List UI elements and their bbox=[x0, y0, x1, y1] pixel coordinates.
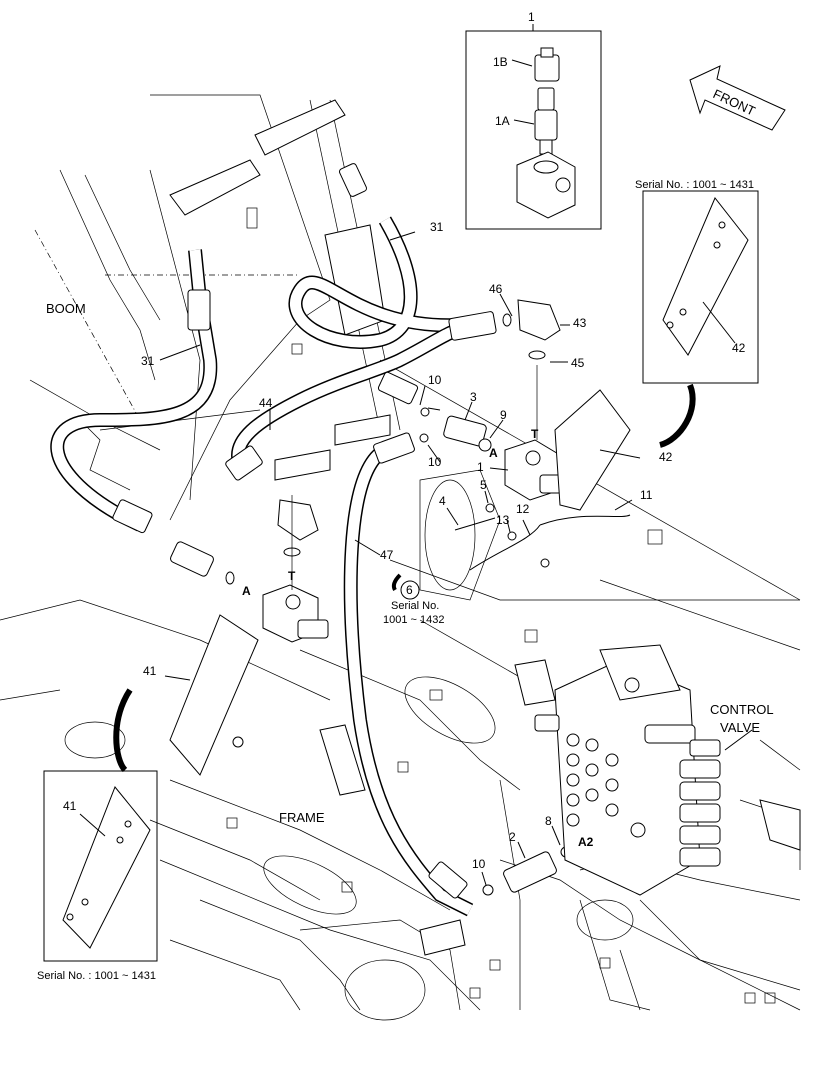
solenoid-coil-1b bbox=[534, 54, 560, 82]
callout-1b: 1B bbox=[493, 55, 508, 69]
inset-box-left bbox=[43, 770, 158, 962]
callout-12: 12 bbox=[516, 502, 530, 516]
control-valve-label-line2: VALVE bbox=[720, 720, 760, 735]
hose-fitting bbox=[112, 499, 153, 534]
callout-31-left: 31 bbox=[141, 354, 155, 368]
hose-fitting bbox=[377, 371, 419, 405]
elbow-left bbox=[277, 499, 319, 541]
callout-41-box: 41 bbox=[63, 799, 77, 813]
check-valve-3 bbox=[443, 415, 487, 447]
front-arrow-icon: FRONT bbox=[689, 65, 786, 131]
hose-fitting bbox=[225, 445, 263, 481]
callout-46: 46 bbox=[489, 282, 503, 296]
o-ring-10b bbox=[419, 433, 429, 443]
check-valve-left bbox=[170, 541, 214, 577]
callout-a-right: A bbox=[489, 446, 498, 460]
inset-box-right bbox=[642, 190, 759, 384]
callout-6: 6 bbox=[406, 583, 413, 597]
callout-41-mid: 41 bbox=[143, 664, 157, 678]
callout-t-right: T bbox=[531, 427, 539, 441]
callouts: 1 1B 1A 31 31 46 43 45 10 3 9 T A 10 1 4… bbox=[63, 10, 746, 871]
control-valve bbox=[534, 644, 721, 896]
o-ring-46 bbox=[502, 313, 512, 327]
serial-label-mid-1: Serial No. bbox=[391, 600, 439, 612]
callout-10-a: 10 bbox=[428, 373, 442, 387]
washer-5 bbox=[485, 503, 495, 513]
callout-6-circle bbox=[400, 580, 420, 600]
o-ring-45 bbox=[528, 350, 546, 360]
callout-1-mid: 1 bbox=[477, 460, 484, 474]
inset-detail-41 bbox=[43, 688, 158, 962]
inset-detail-42 bbox=[642, 190, 759, 448]
hose-fitting bbox=[187, 289, 211, 331]
cartridge-1a bbox=[534, 109, 558, 141]
hose-fitting bbox=[448, 311, 497, 341]
callout-31-top: 31 bbox=[430, 220, 444, 234]
valve-body bbox=[516, 151, 576, 219]
elbow-43 bbox=[517, 299, 561, 341]
plate-42-detail bbox=[662, 197, 749, 356]
callout-43: 43 bbox=[573, 316, 587, 330]
serial-label-bottom-left: Serial No. : 1001 ~ 1431 bbox=[37, 970, 156, 982]
plate-42 bbox=[554, 389, 631, 511]
callout-1-top: 1 bbox=[528, 10, 535, 24]
o-ring-10a bbox=[420, 407, 430, 417]
inset-detail-1 bbox=[465, 24, 602, 230]
o-ring-10c bbox=[482, 884, 494, 896]
leader-lines bbox=[159, 231, 753, 886]
callout-5: 5 bbox=[480, 478, 487, 492]
callout-a-left: A bbox=[242, 584, 251, 598]
serial-label-top-right: Serial No. : 1001 ~ 1431 bbox=[635, 179, 754, 191]
callout-10-b: 10 bbox=[428, 455, 442, 469]
hose-fitting bbox=[373, 432, 415, 464]
callout-4: 4 bbox=[439, 494, 446, 508]
callout-42-top: 42 bbox=[732, 341, 746, 355]
callout-9: 9 bbox=[500, 408, 507, 422]
callout-44: 44 bbox=[259, 396, 273, 410]
serial-label-mid-2: 1001 ~ 1432 bbox=[383, 614, 444, 626]
callout-a2: A2 bbox=[578, 835, 594, 849]
text-labels: BOOM FRAME CONTROL VALVE Serial No. : 10… bbox=[37, 179, 774, 982]
o-ring-9 bbox=[478, 438, 492, 452]
bolt-13 bbox=[507, 531, 517, 541]
callout-11: 11 bbox=[640, 488, 653, 502]
hose-fitting bbox=[428, 861, 468, 899]
callout-47: 47 bbox=[380, 548, 394, 562]
callout-13: 13 bbox=[496, 513, 510, 527]
callout-t-left: T bbox=[288, 569, 296, 583]
hose-fitting bbox=[338, 163, 368, 197]
check-valve-2 bbox=[503, 851, 557, 893]
callout-42-mid: 42 bbox=[659, 450, 673, 464]
callout-1a: 1A bbox=[495, 114, 510, 128]
bolt-4 bbox=[454, 517, 496, 531]
plate-41 bbox=[169, 614, 259, 776]
machine-structure bbox=[0, 94, 801, 1021]
boom-label: BOOM bbox=[46, 301, 86, 316]
callout-45: 45 bbox=[571, 356, 585, 370]
components bbox=[112, 163, 801, 956]
control-valve-label-line1: CONTROL bbox=[710, 702, 774, 717]
callout-2: 2 bbox=[509, 830, 516, 844]
callout-3: 3 bbox=[470, 390, 477, 404]
callout-8: 8 bbox=[545, 814, 552, 828]
solenoid-left bbox=[297, 619, 329, 639]
frame-label: FRAME bbox=[279, 810, 325, 825]
hoses bbox=[50, 216, 631, 917]
callout-10-c: 10 bbox=[472, 857, 486, 871]
